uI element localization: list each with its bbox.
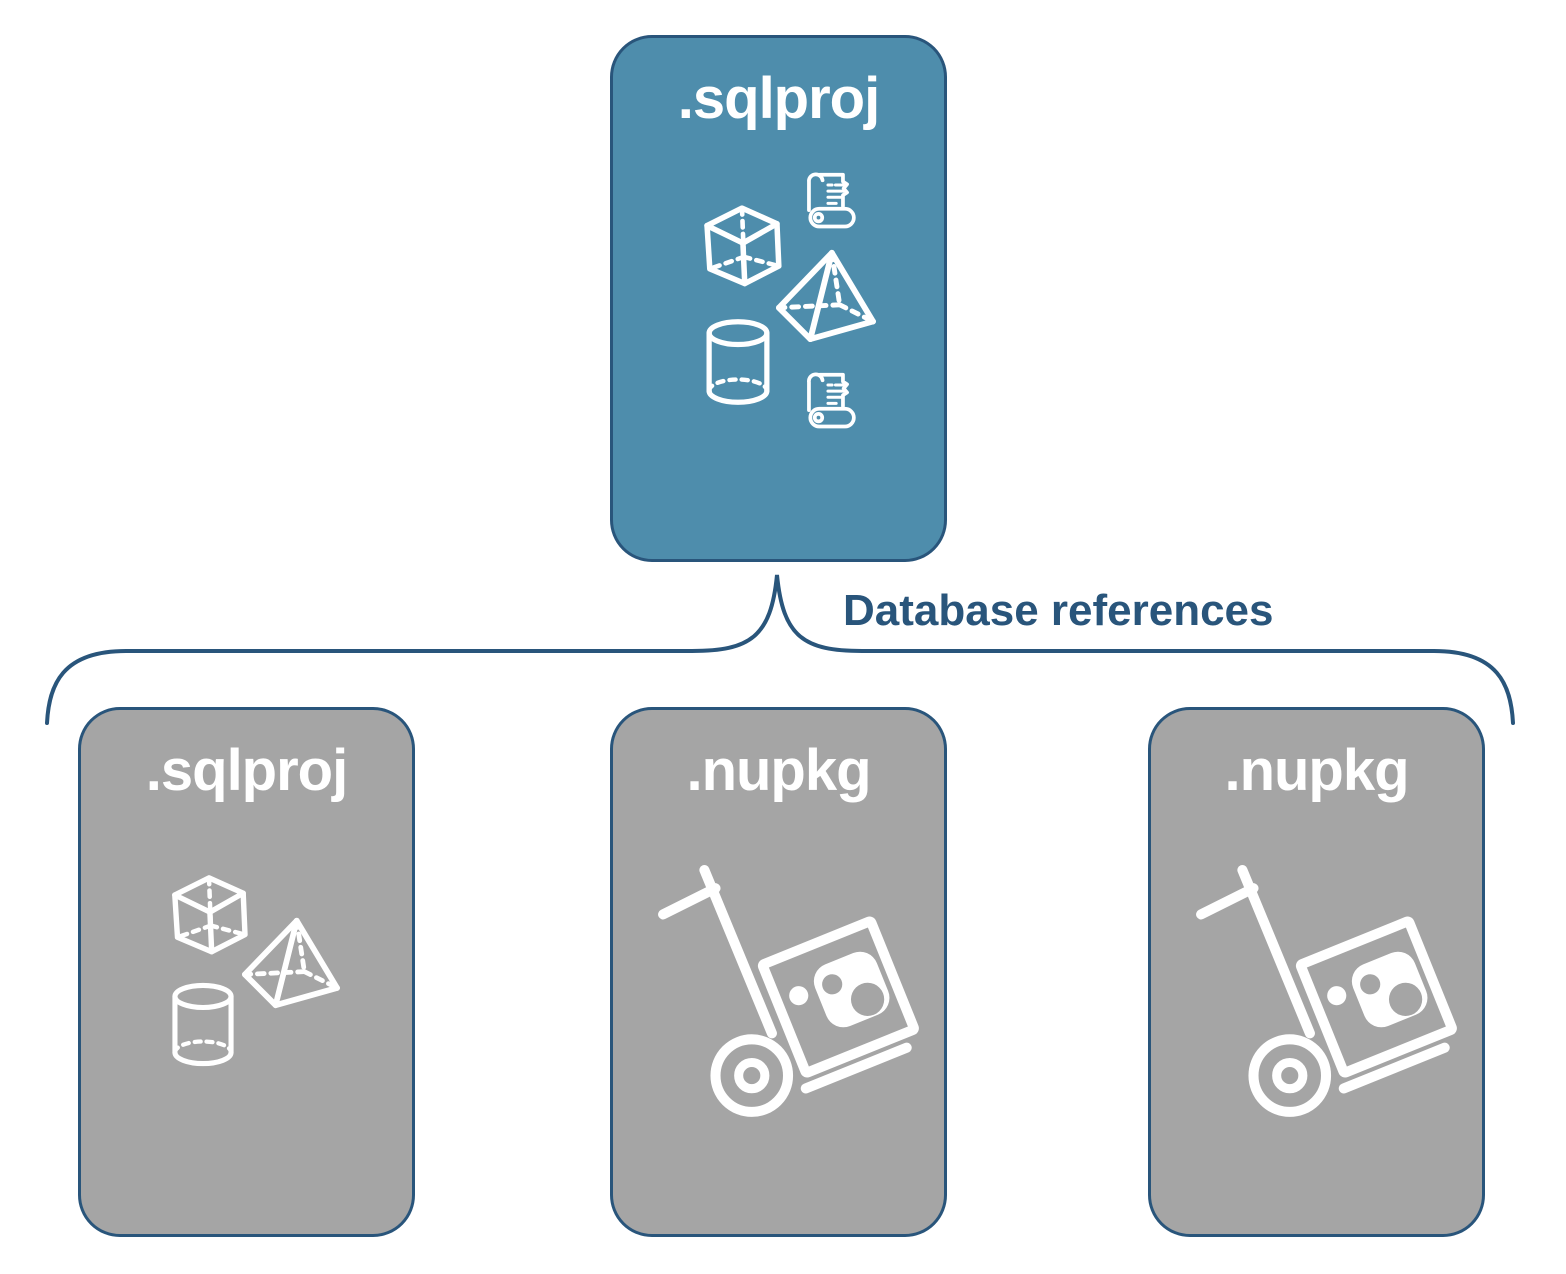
scroll-icon [794,168,862,236]
child-sqlproj-box: .sqlproj [78,707,415,1237]
child-box-title: .sqlproj [145,738,348,803]
child-box-title: .nupkg [1224,738,1409,803]
cylinder-icon [169,982,237,1067]
pyramid-icon [237,914,343,1010]
handtruck-package-icon [1187,858,1457,1128]
connector-label: Database references [843,586,1274,635]
parent-sqlproj-box: .sqlproj [610,35,947,562]
cylinder-icon [703,318,773,406]
child-nupkg-box: .nupkg [1148,707,1485,1237]
child-nupkg-box: .nupkg [610,707,947,1237]
handtruck-package-icon [649,858,919,1128]
scroll-icon [794,368,862,436]
pyramid-icon [771,246,879,344]
child-box-title: .nupkg [686,738,871,803]
parent-box-title: .sqlproj [677,66,880,131]
